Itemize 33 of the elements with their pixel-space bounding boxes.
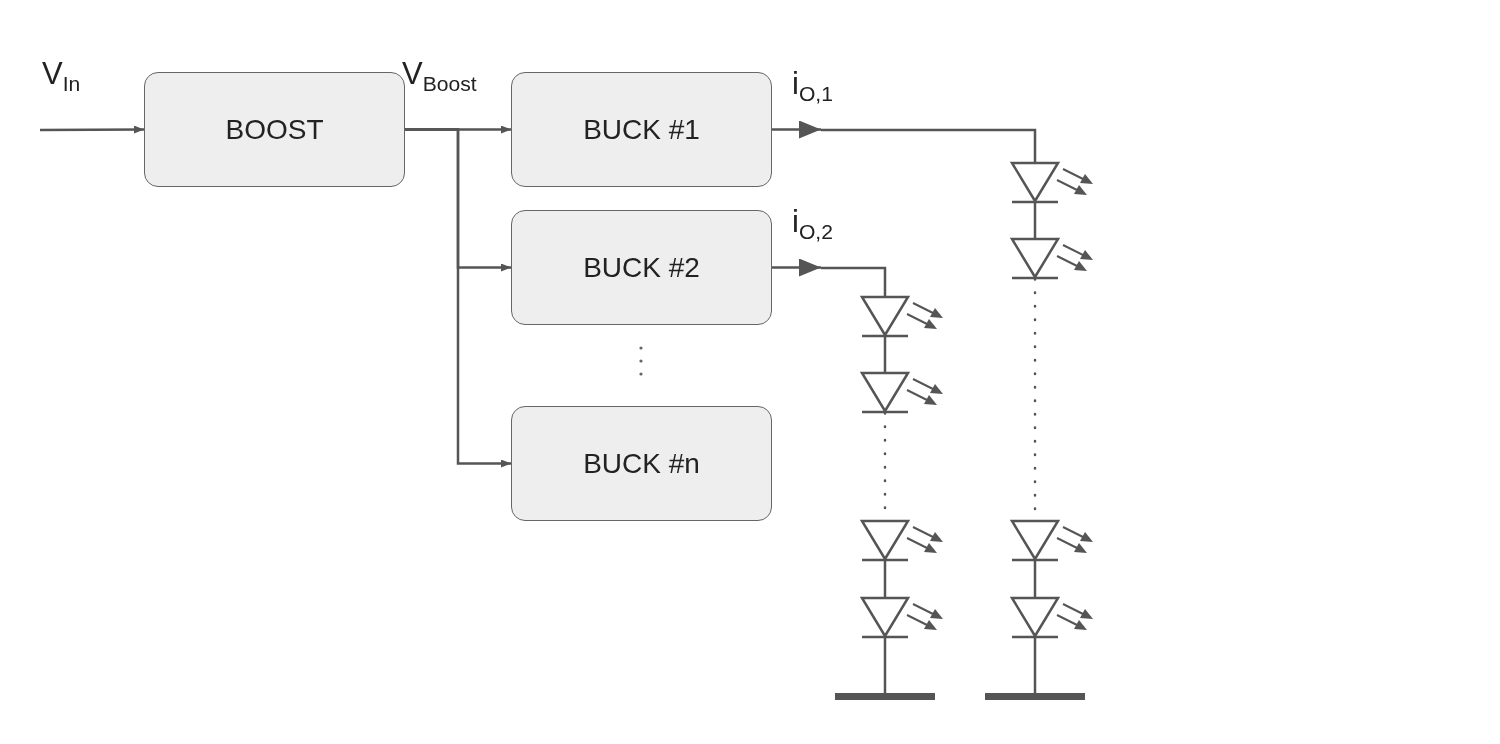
edge-label: i$_{O,1}$ <box>792 68 833 105</box>
wire <box>883 638 887 693</box>
led-symbol <box>859 371 943 414</box>
box-label: BUCK #1 <box>583 113 700 146</box>
wire <box>821 266 887 297</box>
led-symbol <box>1009 519 1093 562</box>
wire <box>883 337 887 373</box>
wire <box>40 125 144 134</box>
ground-bar <box>835 693 935 700</box>
wire <box>405 128 511 468</box>
wire <box>772 120 821 139</box>
led-symbol <box>1009 161 1093 204</box>
process-box <box>511 406 772 521</box>
wire <box>1033 203 1037 239</box>
wire <box>772 258 821 277</box>
ground-bar <box>985 693 1085 700</box>
led-symbol <box>859 519 943 562</box>
box-label: BUCK #2 <box>583 251 700 284</box>
wire <box>883 561 887 598</box>
led-symbol <box>859 596 943 639</box>
box-label: BUCK #n <box>583 447 700 480</box>
wire <box>1033 561 1037 598</box>
wire <box>1033 638 1037 693</box>
voltage-label: V$_{Boost}$ <box>402 58 477 95</box>
process-box <box>511 210 772 325</box>
box-label: BOOST <box>225 113 324 146</box>
led-symbol <box>1009 596 1093 639</box>
led-symbol <box>859 295 943 338</box>
process-box <box>511 72 772 187</box>
wire <box>821 128 1037 163</box>
edge-label: V$_{In}$ <box>42 58 81 95</box>
edge-label: i$_{O,2}$ <box>792 206 833 243</box>
led-symbol <box>1009 237 1093 280</box>
